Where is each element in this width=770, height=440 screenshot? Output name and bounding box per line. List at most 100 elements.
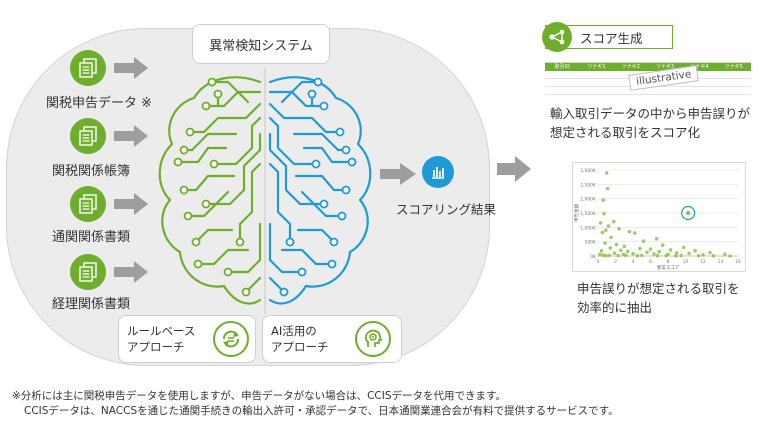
scatter-point bbox=[607, 253, 612, 258]
scatter-point bbox=[681, 245, 686, 250]
y-tick-label: 2,000K bbox=[580, 197, 597, 203]
scoring-result-label: スコアリング結果 bbox=[396, 202, 497, 217]
scatter-point bbox=[708, 250, 712, 255]
scatter-point bbox=[627, 229, 632, 234]
y-tick-label: 1,500K bbox=[580, 211, 597, 217]
x-tick-label: 12 bbox=[700, 259, 706, 265]
scatter-point bbox=[608, 246, 613, 250]
arrow-right-icon bbox=[114, 193, 148, 215]
y-tick-label: 0K bbox=[590, 254, 597, 260]
network-nodes-icon bbox=[549, 29, 565, 45]
ai-approach-box: AI活用の アプローチ bbox=[262, 315, 402, 363]
scatter-point bbox=[723, 252, 727, 257]
input-icon-customs-books bbox=[70, 118, 106, 154]
highlight-ring bbox=[681, 205, 696, 221]
left-brain-nodes bbox=[173, 77, 251, 297]
document-stack-icon bbox=[79, 194, 97, 214]
scatter-point bbox=[728, 254, 732, 258]
scatter-point bbox=[674, 254, 678, 258]
scatter-point bbox=[605, 186, 610, 191]
input-label-customs-declaration: 関税申告データ ※ bbox=[46, 96, 153, 111]
scatter-point bbox=[603, 241, 607, 245]
score-table-row bbox=[545, 87, 751, 95]
score-table-header-cell: ツナギ1 bbox=[587, 64, 606, 70]
score-table-header-cell: ツナギ4 bbox=[690, 64, 709, 70]
x-tick-label: 14 bbox=[718, 259, 724, 265]
input-icon-accounting-documents bbox=[70, 254, 106, 290]
scatter-point-highlighted bbox=[685, 210, 691, 216]
y-tick-label: 3,000K bbox=[580, 168, 597, 174]
scatter-point bbox=[635, 253, 640, 258]
scatter-point bbox=[602, 211, 606, 216]
x-tick-label: 2 bbox=[614, 259, 617, 265]
arrow-right-icon bbox=[114, 57, 148, 79]
scatter-point bbox=[668, 248, 673, 252]
scatter-point bbox=[655, 254, 660, 258]
rule-based-approach-label: ルールベース アプローチ bbox=[127, 324, 196, 354]
y-axis-label: 申告金額 bbox=[573, 204, 580, 222]
bar-chart-icon bbox=[432, 167, 444, 179]
rule-based-approach-box: ルールベース アプローチ bbox=[118, 315, 256, 363]
arrow-right-icon bbox=[114, 125, 148, 147]
rule-engine-icon bbox=[213, 321, 249, 357]
score-table-header-cell: ツナギ3 bbox=[656, 64, 675, 70]
x-tick-label: 4 bbox=[632, 259, 635, 265]
document-stack-icon bbox=[79, 126, 97, 146]
input-label-customs-books: 関税関係帳簿 bbox=[52, 164, 131, 179]
scatter-point bbox=[599, 249, 604, 253]
input-icon-clearance-documents bbox=[70, 186, 106, 222]
arrow-right-icon bbox=[497, 156, 531, 182]
refresh-rules-icon bbox=[223, 330, 239, 348]
score-generation-icon bbox=[542, 22, 572, 52]
scatter-point bbox=[616, 253, 620, 258]
scatter-point bbox=[614, 242, 619, 247]
scatter-point bbox=[645, 250, 649, 255]
scatter-point bbox=[604, 228, 608, 232]
scatter-point bbox=[609, 235, 613, 240]
left-brain-circuit bbox=[158, 76, 262, 305]
scatter-point bbox=[622, 244, 627, 249]
score-table-header-cell: ツナギ2 bbox=[621, 64, 640, 70]
scatter-point bbox=[654, 237, 659, 241]
right-brain-nodes bbox=[279, 77, 357, 297]
extraction-description: 申告誤りが想定される取引を効率的に抽出 bbox=[577, 281, 740, 315]
scatter-point bbox=[674, 251, 679, 255]
scatter-point bbox=[701, 253, 705, 257]
ai-head-icon bbox=[355, 321, 391, 357]
x-tick-label: 6 bbox=[649, 259, 652, 265]
scatter-point bbox=[652, 252, 656, 256]
scatter-point bbox=[604, 171, 609, 175]
input-icon-customs-declaration bbox=[70, 50, 106, 86]
footnote-line-1: ※分析には主に関税申告データを使用しますが、申告データがない場合は、CCISデー… bbox=[12, 390, 506, 402]
system-title: 異常検知システム bbox=[192, 24, 330, 64]
scatter-point bbox=[693, 249, 697, 253]
ai-brain-head-icon bbox=[364, 329, 383, 347]
x-tick-label: 8 bbox=[667, 259, 670, 265]
scatter-point bbox=[679, 253, 683, 258]
scatter-point bbox=[638, 246, 642, 251]
scatter-point bbox=[641, 239, 646, 243]
scatter-point bbox=[617, 226, 621, 231]
scatter-point bbox=[631, 251, 635, 256]
footnote-line-2: CCISデータは、NACCSを通じた通関手続きの輸出入許可・承認データで、日本通… bbox=[24, 405, 619, 417]
scatter-point bbox=[687, 251, 691, 256]
scatter-point bbox=[657, 249, 662, 254]
scatter-point bbox=[632, 231, 637, 235]
score-table-header-cell: ツナギ5 bbox=[724, 64, 743, 70]
scatter-point bbox=[606, 224, 611, 228]
scatter-point bbox=[624, 253, 628, 258]
input-label-accounting-documents: 経理関係書類 bbox=[52, 297, 131, 312]
scatter-point bbox=[612, 251, 617, 255]
score-generation-description: 輸入取引データの中から申告誤りが想定される取引をスコア化 bbox=[550, 106, 751, 140]
scatter-point bbox=[639, 253, 644, 258]
scatter-point bbox=[696, 253, 701, 258]
scatter-point bbox=[604, 253, 608, 258]
y-tick-label: 1,000K bbox=[580, 225, 597, 231]
scatter-point bbox=[598, 221, 603, 225]
scatter-point bbox=[601, 198, 606, 202]
right-brain-circuit bbox=[268, 76, 372, 305]
brain-circuit-diagram bbox=[158, 68, 372, 314]
score-table-header: 取引ID ツナギ1 ツナギ2 ツナギ3 ツナギ4 ツナギ5 bbox=[545, 63, 751, 71]
scatter-point bbox=[664, 253, 669, 258]
